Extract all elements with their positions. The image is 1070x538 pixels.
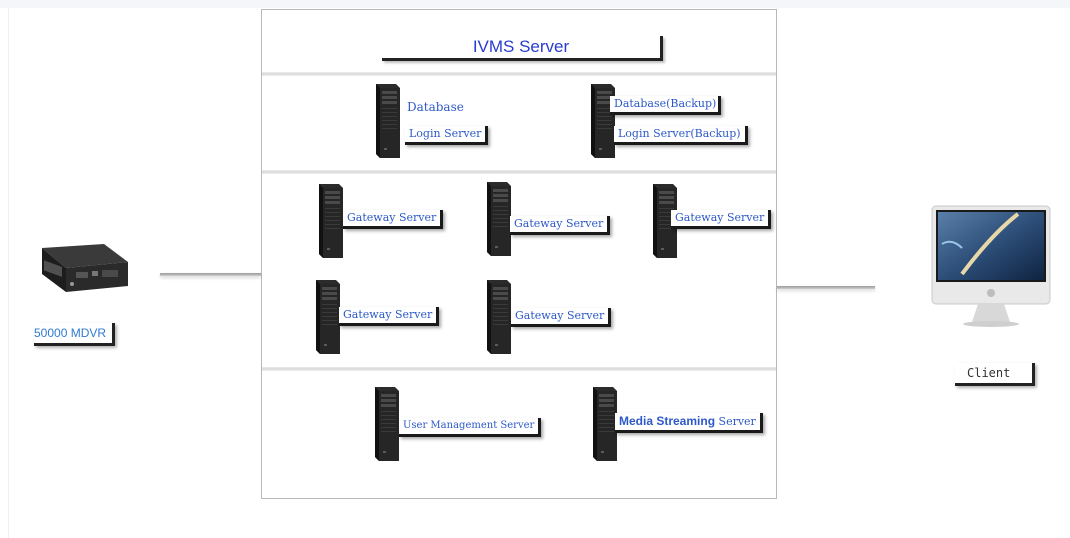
mdvr-label: 50000 MDVR: [34, 323, 116, 346]
gateway-server-label: Gateway Server: [671, 210, 772, 229]
mdvr-device-icon: [32, 240, 132, 300]
section-divider: [262, 72, 776, 76]
gateway-server-label: Gateway Server: [339, 307, 440, 326]
media-streaming-text: Media Streaming: [619, 414, 716, 428]
gateway-server-label: Gateway Server: [511, 308, 612, 327]
server-tower-icon: [587, 82, 617, 160]
login-server-label: Login Server: [405, 126, 489, 145]
server-tower-icon: [312, 278, 342, 356]
top-band: [0, 0, 1070, 8]
server-tower-icon: [649, 182, 679, 260]
client-connection-line: [777, 286, 875, 289]
database-backup-label: Database(Backup): [610, 96, 722, 115]
server-tower-icon: [315, 182, 345, 260]
server-tower-icon: [483, 180, 513, 258]
server-tower-icon: [589, 385, 619, 463]
user-management-server-label: User Management Server: [399, 418, 542, 437]
server-tower-icon: [371, 385, 401, 463]
gateway-server-label: Gateway Server: [343, 210, 444, 229]
database-label: Database: [405, 99, 466, 115]
imac-computer-icon: [922, 204, 1060, 330]
media-streaming-server-label: Media Streaming Server: [615, 413, 763, 433]
panel-title: IVMS Server: [382, 36, 663, 61]
server-tower-icon: [483, 278, 513, 356]
server-tower-icon: [372, 82, 402, 160]
device-connection-line: [160, 273, 261, 276]
server-text: Server: [715, 415, 756, 428]
section-divider: [262, 170, 776, 174]
left-rule: [8, 8, 9, 538]
login-server-backup-label: Login Server(Backup): [614, 126, 748, 145]
gateway-server-label: Gateway Server: [510, 216, 611, 235]
section-divider: [262, 367, 776, 371]
client-label: Client: [955, 363, 1036, 386]
